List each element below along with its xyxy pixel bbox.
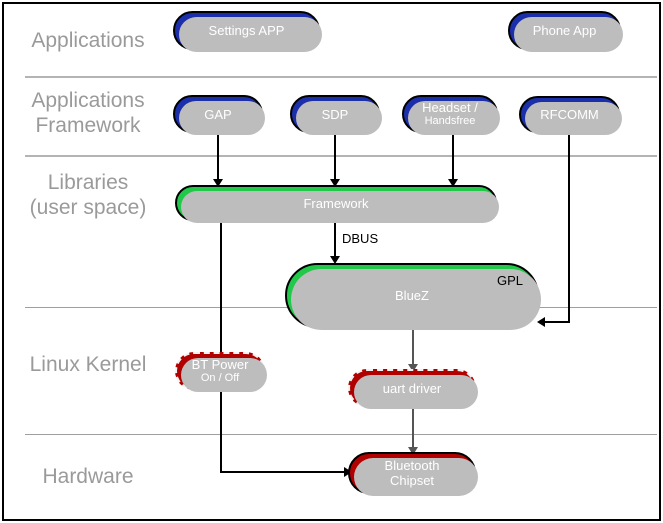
edge-framework-to-bluez — [334, 220, 336, 262]
divider-applications-framework — [25, 155, 657, 157]
edge-uart-to-chipset — [412, 407, 414, 451]
arrowhead-sdp-to-framework — [330, 179, 340, 187]
node-framework[interactable]: Framework — [175, 185, 499, 223]
divider-linux-kernel — [25, 434, 657, 435]
arrowhead-bluez-to-uart — [408, 364, 418, 372]
node-uart-driver-label: uart driver — [382, 380, 442, 396]
node-phone-app[interactable]: Phone App — [508, 11, 623, 52]
edge-rfcomm-horizontal — [545, 321, 570, 323]
edge-rfcomm-vertical — [568, 133, 570, 323]
divider-applications — [25, 76, 657, 78]
node-settings-app-label: Settings APP — [208, 23, 285, 38]
node-rfcomm[interactable]: RFCOMM — [519, 96, 622, 135]
node-bluez-license-badge: GPL — [496, 273, 523, 288]
node-gap-label: GAP — [204, 106, 232, 122]
node-bluez[interactable]: GPL BlueZ — [285, 263, 541, 330]
node-bt-power-label: BT Power — [191, 357, 249, 372]
arrowhead-headset-to-framework — [448, 179, 458, 187]
node-headset-handsfree[interactable]: Headset / Handsfree — [402, 95, 500, 135]
node-bluetooth-chipset-label: Bluetooth — [384, 458, 440, 473]
node-sdp-label: SDP — [321, 106, 349, 122]
node-framework-label: Framework — [303, 195, 369, 211]
layer-label-applications: Applications — [31, 29, 145, 52]
layer-label-linux-kernel: Linux Kernel — [29, 353, 147, 376]
node-bluez-label: BlueZ — [395, 288, 429, 303]
node-handsfree-label: Handsfree — [424, 115, 476, 127]
node-bluetooth-chipset-sublabel: Chipset — [389, 473, 435, 488]
node-uart-driver[interactable]: uart driver — [348, 369, 478, 409]
edge-framework-to-chipset-horizontal — [220, 471, 345, 473]
layer-label-libraries: Libraries (user space) — [29, 171, 147, 219]
edge-label-dbus: DBUS — [340, 231, 381, 246]
arrowhead-framework-to-bluez — [330, 256, 340, 264]
arrowhead-gap-to-framework — [213, 179, 223, 187]
node-bt-power-state-label: On / Off — [200, 372, 240, 384]
layer-label-applications-framework: Applications Framework — [31, 89, 145, 137]
arrowhead-uart-to-chipset — [408, 447, 418, 455]
edge-headset-to-framework — [452, 133, 454, 183]
node-gap[interactable]: GAP — [173, 95, 265, 135]
node-settings-app[interactable]: Settings APP — [173, 11, 322, 52]
node-sdp[interactable]: SDP — [290, 95, 382, 135]
layer-label-hardware: Hardware — [42, 465, 134, 488]
edge-framework-to-chipset-vertical — [220, 220, 222, 473]
arrowhead-rfcomm-to-bluez — [537, 317, 545, 327]
node-headset-label: Headset / — [422, 100, 478, 115]
edge-gap-to-framework — [217, 133, 219, 183]
node-rfcomm-label: RFCOMM — [540, 107, 599, 122]
edge-sdp-to-framework — [334, 133, 336, 183]
node-phone-app-label: Phone App — [532, 23, 597, 38]
node-bt-power[interactable]: BT Power On / Off — [175, 352, 267, 392]
edge-bluez-to-uart — [412, 327, 414, 369]
node-bluetooth-chipset[interactable]: Bluetooth Chipset — [348, 452, 478, 496]
